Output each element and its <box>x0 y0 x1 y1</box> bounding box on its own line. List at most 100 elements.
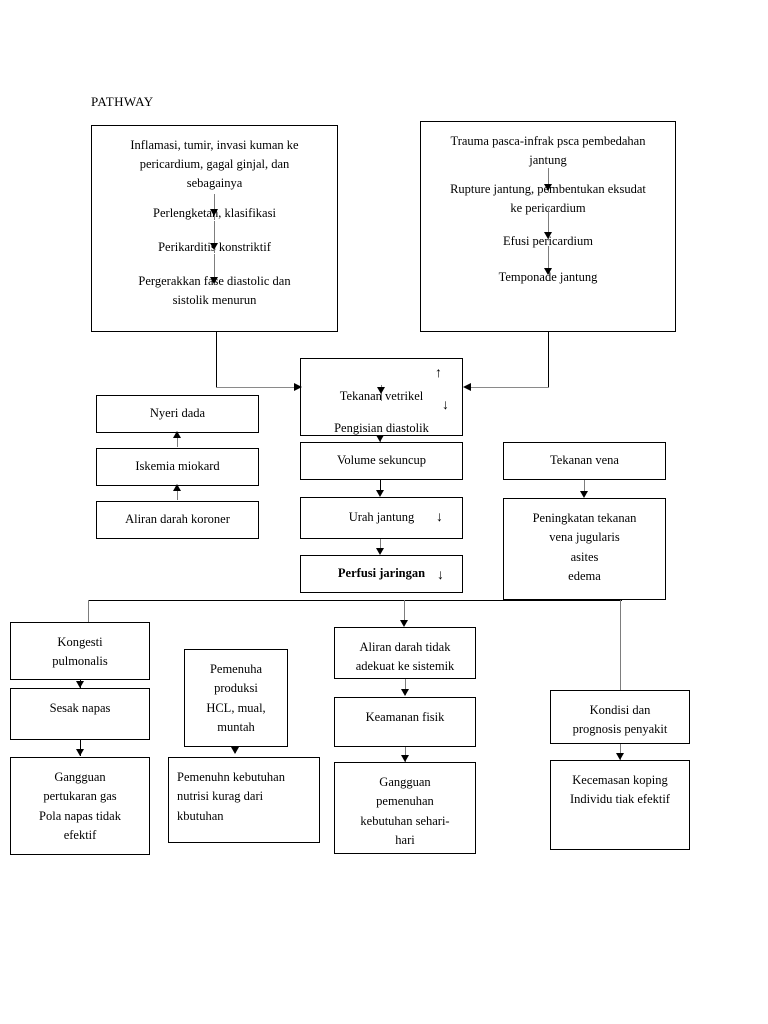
etiology-left-line2: Perlengketan, klasifikasi <box>153 206 276 220</box>
etiology-right-line2: Rupture jantung, pembentukan eksudat ke … <box>450 182 646 215</box>
node-daily-needs: Gangguan pemenuhan kebutuhan sehari- har… <box>334 762 476 854</box>
node-coronary-flow: Aliran darah koroner <box>96 501 259 539</box>
etiology-left-connector-1 <box>214 194 216 220</box>
daily-needs-label: Gangguan pemenuhan kebutuhan sehari- har… <box>360 775 450 848</box>
arrowhead-right-to-ventricle <box>463 383 471 391</box>
node-prognosis: Kondisi dan prognosis penyakit <box>550 690 690 744</box>
nutrition-deficit-label: Pemenuhn kebutuhan nutrisi kurag dari kb… <box>177 770 285 823</box>
node-venous-pressure: Tekanan vena <box>503 442 666 480</box>
etiology-left-line4: Pergerakkan fase diastolic dan sistolik … <box>138 274 291 307</box>
connector-ischemia-to-chest-pain <box>177 433 179 447</box>
arrowhead-hcl-to-nutrition <box>230 747 239 754</box>
etiology-right-connector-3 <box>548 246 550 274</box>
venous-pressure-label: Tekanan vena <box>550 453 619 468</box>
node-anxiety: Kecemasan koping Individu tiak efektif <box>550 760 690 850</box>
node-myocardial-ischemia: Iskemia miokard <box>96 448 259 486</box>
node-stroke-volume: Volume sekuncup <box>300 442 463 480</box>
up-arrow-icon-ventricle: ↑ <box>435 366 442 381</box>
node-pulmonary-congestion: Kongesti pulmonalis <box>10 622 150 680</box>
connector-volume-to-output <box>380 480 382 494</box>
connector-right-to-ventricle <box>470 387 549 389</box>
systemic-flow-label: Aliran darah tidak adekuat ke sistemik <box>355 640 455 674</box>
node-physical-safety: Keamanan fisik <box>334 697 476 747</box>
coronary-flow-label: Aliran darah koroner <box>125 512 230 527</box>
bottom-distribution-bus <box>88 600 622 602</box>
ventricle-line2-row: Pengisian diastolik <box>301 400 462 438</box>
connector-safety-to-daily-needs <box>405 747 407 762</box>
etiology-left-line1: Inflamasi, tumir, invasi kuman ke perica… <box>130 138 299 190</box>
arrowhead-ischemia-to-chest-pain <box>172 431 181 438</box>
connector-left-to-ventricle <box>216 387 301 389</box>
etiology-left-connector-2 <box>214 221 216 253</box>
node-chest-pain: Nyeri dada <box>96 395 259 433</box>
arrowhead-venous-pressure-to-increase <box>579 491 588 498</box>
node-etiology-left: Inflamasi, tumir, invasi kuman ke perica… <box>91 125 338 332</box>
node-dyspnea: Sesak napas <box>10 688 150 740</box>
connector-systemic-to-safety <box>405 679 407 695</box>
node-tissue-perfusion: Perfusi jaringan ↓ <box>300 555 463 593</box>
connector-right-etiology-down <box>548 332 550 388</box>
connector-bus-to-systemic-flow <box>404 600 406 624</box>
connector-dyspnea-to-gas-exchange <box>80 740 82 756</box>
arrowhead-systemic-to-safety <box>400 689 409 696</box>
chest-pain-label: Nyeri dada <box>149 406 206 421</box>
venous-increase-label: Peningkatan tekanan vena jugularis asite… <box>532 511 637 584</box>
arrowhead-prognosis-to-anxiety <box>615 753 624 760</box>
pulmonary-congestion-label: Kongesti pulmonalis <box>52 635 108 669</box>
arrowhead-output-to-perfusion <box>375 548 384 555</box>
connector-output-to-perfusion <box>380 539 382 553</box>
down-arrow-icon-ventricle: ↓ <box>442 398 449 413</box>
node-ventricle-pressure: Tekanan vetrikel ↑ Pengisian diastolik ↓ <box>300 358 463 436</box>
ventricle-line1-label: Tekanan vetrikel <box>339 388 424 403</box>
gas-exchange-label: Gangguan pertukaran gas Pola napas tidak… <box>39 770 121 843</box>
etiology-right-line4: Temponade jantung <box>498 270 598 284</box>
etiology-right-line1: Trauma pasca-infrak psca pembedahan jant… <box>450 134 646 167</box>
connector-prognosis-to-anxiety <box>620 744 622 760</box>
etiology-left-arrowhead-2 <box>209 243 218 250</box>
node-cardiac-output: Urah jantung ↓ <box>300 497 463 539</box>
node-gas-exchange: Gangguan pertukaran gas Pola napas tidak… <box>10 757 150 855</box>
arrowhead-congestion-to-dyspnea <box>75 681 84 688</box>
connector-left-etiology-down <box>216 332 218 388</box>
connector-bus-to-congestion <box>88 600 90 622</box>
physical-safety-label: Keamanan fisik <box>365 710 445 724</box>
ischemia-label: Iskemia miokard <box>135 459 220 474</box>
down-arrow-icon-tissue-perfusion: ↓ <box>437 568 444 583</box>
etiology-right-arrowhead-1 <box>543 184 552 191</box>
node-systemic-flow: Aliran darah tidak adekuat ke sistemik <box>334 627 476 679</box>
ventricle-line1-row: Tekanan vetrikel <box>301 368 462 406</box>
anxiety-label: Kecemasan koping Individu tiak efektif <box>570 773 670 807</box>
arrowhead-bus-to-systemic-flow <box>399 620 408 627</box>
arrowhead-dyspnea-to-gas-exchange <box>75 749 84 756</box>
page-title: PATHWAY <box>91 94 154 109</box>
prognosis-label: Kondisi dan prognosis penyakit <box>572 703 668 737</box>
etiology-right-arrowhead-3 <box>543 268 552 275</box>
etiology-left-connector-3 <box>214 254 216 284</box>
arrowhead-safety-to-daily-needs <box>400 755 409 762</box>
etiology-left-arrowhead-1 <box>209 209 218 216</box>
connector-venous-to-prognosis <box>620 600 622 690</box>
node-hcl-production: Pemenuha produksi HCL, mual, muntah <box>184 649 288 747</box>
down-arrow-icon-cardiac-output: ↓ <box>436 510 443 525</box>
node-venous-increase: Peningkatan tekanan vena jugularis asite… <box>503 498 666 600</box>
etiology-right-connector-2 <box>548 208 550 240</box>
etiology-right-arrowhead-2 <box>543 232 552 239</box>
etiology-right-connector-1 <box>548 168 550 192</box>
ventricle-line2-label: Pengisian diastolik <box>334 420 429 435</box>
arrowhead-left-to-ventricle <box>294 383 302 391</box>
arrowhead-coronary-to-ischemia <box>172 484 181 491</box>
tissue-perfusion-label: Perfusi jaringan <box>337 566 426 581</box>
arrowhead-volume-to-output <box>375 490 384 497</box>
cardiac-output-label: Urah jantung <box>348 510 415 524</box>
node-etiology-right: Trauma pasca-infrak psca pembedahan jant… <box>420 121 676 332</box>
hcl-production-label: Pemenuha produksi HCL, mual, muntah <box>206 662 266 735</box>
etiology-left-arrowhead-3 <box>209 277 218 284</box>
connector-venous-pressure-to-increase <box>584 480 586 496</box>
stroke-volume-label: Volume sekuncup <box>337 453 426 468</box>
connector-coronary-to-ischemia <box>177 486 179 500</box>
dyspnea-label: Sesak napas <box>49 701 111 715</box>
ventricle-internal-arrowhead <box>376 387 385 394</box>
etiology-left-line3: Perikarditis konstriktif <box>158 240 271 254</box>
arrowhead-ventricle-to-volume <box>375 435 384 442</box>
